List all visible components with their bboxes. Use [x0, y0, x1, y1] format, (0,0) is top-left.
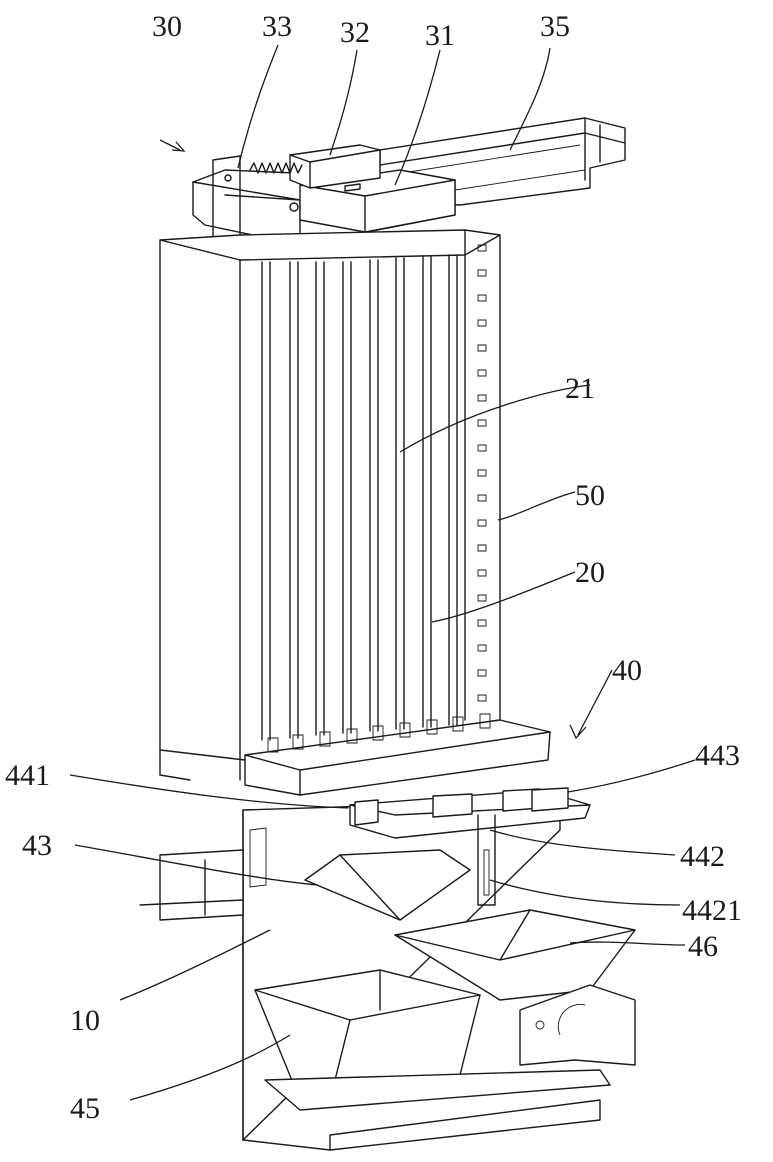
label-43: 43 [22, 829, 52, 862]
label-442: 442 [680, 840, 725, 873]
label-33: 33 [262, 10, 292, 43]
label-10: 10 [70, 1004, 100, 1037]
label-32: 32 [340, 16, 370, 49]
label-35: 35 [540, 10, 570, 43]
cabinet [160, 230, 550, 795]
label-441: 441 [5, 759, 50, 792]
label-45: 45 [70, 1092, 100, 1125]
label-20: 20 [575, 556, 605, 589]
label-46: 46 [688, 930, 718, 963]
label-21: 21 [565, 372, 595, 405]
label-443: 443 [695, 739, 740, 772]
label-30: 30 [152, 10, 182, 43]
label-40: 40 [612, 654, 642, 687]
base-rail [243, 1070, 610, 1150]
label-50: 50 [575, 479, 605, 512]
label-4421: 4421 [682, 894, 742, 927]
top-mechanism [193, 118, 625, 245]
label-31: 31 [425, 19, 455, 52]
